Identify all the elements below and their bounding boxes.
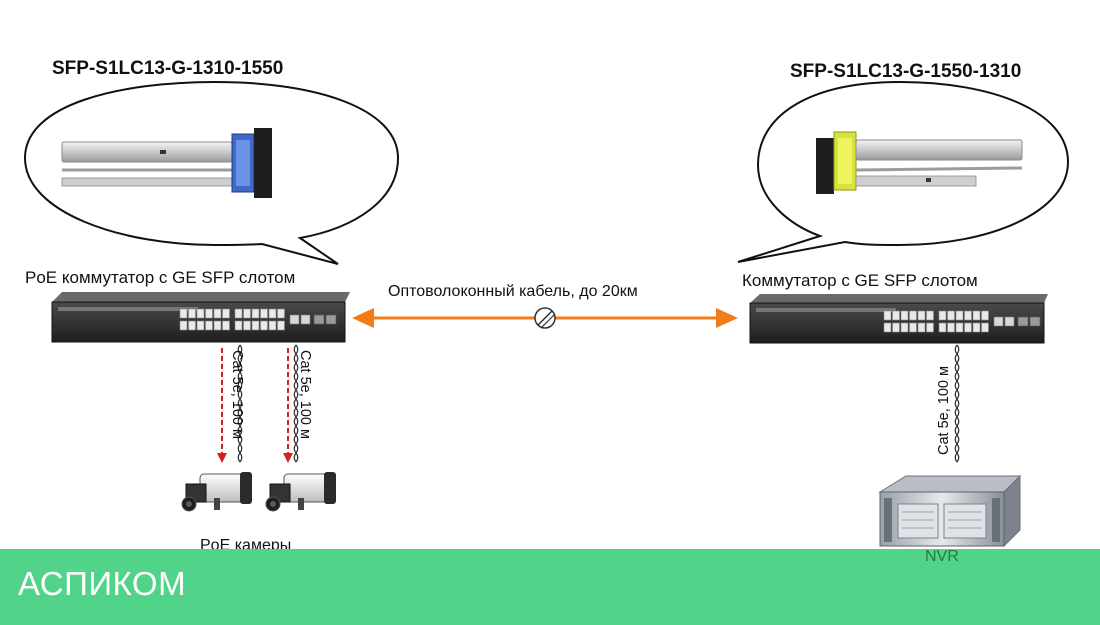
left-speech-bubble (23, 80, 400, 265)
right-speech-bubble (737, 80, 1070, 263)
nvr-server-image (878, 474, 1022, 548)
poe-camera-1-image (181, 472, 252, 512)
right-sfp-model-title: SFP-S1LC13-G-1550-1310 (790, 61, 1022, 82)
left-cable-2 (283, 344, 299, 463)
right-switch-label: Коммутатор с GE SFP слотом (742, 271, 978, 290)
brand-logo-text: АСПИКОМ (18, 565, 187, 602)
left-poe-switch-image (51, 292, 350, 343)
left-sfp-module-image (61, 128, 272, 198)
poe-camera-2-image (265, 472, 336, 512)
left-cable-1 (217, 344, 243, 463)
footer-band: АСПИКОМ (0, 549, 1100, 625)
nvr-label: NVR (925, 548, 959, 565)
right-cable-label: Cat 5e, 100 м (936, 366, 952, 455)
left-cable-1-label: Cat 5e, 100 м (229, 350, 245, 439)
left-switch-label: PoE коммутатор с GE SFP слотом (25, 268, 296, 287)
left-cable-2-label: Cat 5e, 100 м (297, 350, 313, 439)
fiber-link-label: Оптоволоконный кабель, до 20км (388, 283, 638, 300)
left-sfp-model-title: SFP-S1LC13-G-1310-1550 (52, 58, 284, 79)
fiber-break-icon (534, 307, 556, 329)
right-sfp-module-image (816, 131, 1023, 194)
right-switch-image (749, 294, 1048, 344)
right-cable (954, 344, 960, 463)
